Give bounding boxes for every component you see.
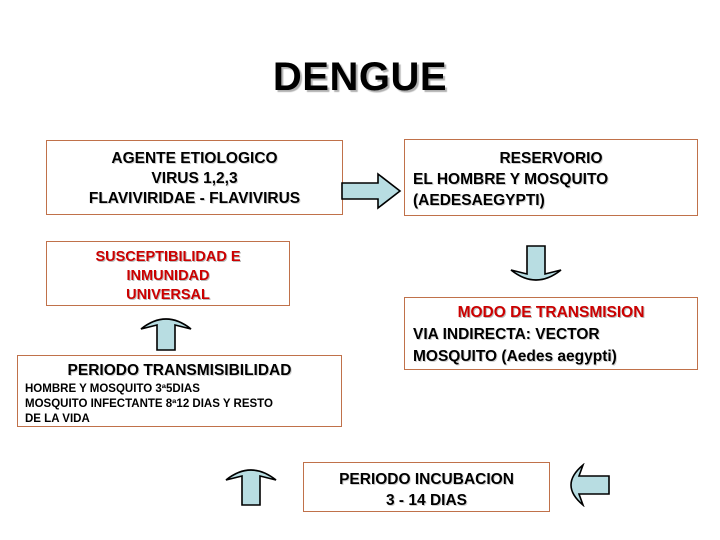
box-susceptibilidad-inmunidad: SUSCEPTIBILIDAD E INMUNIDAD UNIVERSAL <box>46 241 290 306</box>
agente-line-3: FLAVIVIRIDAE - FLAVIVIRUS <box>88 190 301 207</box>
box-periodo-incubacion: PERIODO INCUBACION 3 - 14 DIAS <box>303 462 550 512</box>
agente-line-1: AGENTE ETIOLOGICO <box>111 150 278 167</box>
periodo-transmisibilidad-heading: PERIODO TRANSMISIBILIDAD <box>67 362 292 379</box>
periodo-transmisibilidad-line-2: MOSQUITO INFECTANTE 8ª12 DIAS Y RESTO <box>25 398 273 410</box>
agente-line-2: VIRUS 1,2,3 <box>151 170 238 187</box>
box-reservorio: RESERVORIO EL HOMBRE Y MOSQUITO (AEDESAE… <box>404 139 698 216</box>
arrow-up-icon <box>138 312 194 352</box>
periodo-incubacion-line-1: PERIODO INCUBACION <box>339 471 514 488</box>
reservorio-line-1: EL HOMBRE Y MOSQUITO <box>413 171 609 188</box>
arrow-up-icon <box>223 459 279 507</box>
arrow-down-icon <box>508 244 564 292</box>
susceptibilidad-line-1: SUSCEPTIBILIDAD E <box>95 249 241 265</box>
susceptibilidad-line-2: INMUNIDAD <box>126 268 210 284</box>
page-title: DENGUE <box>272 55 448 99</box>
reservorio-heading: RESERVORIO <box>499 150 603 167</box>
susceptibilidad-line-3: UNIVERSAL <box>126 287 210 303</box>
periodo-incubacion-line-2: 3 - 14 DIAS <box>386 492 467 509</box>
box-modo-transmision: MODO DE TRANSMISION VIA INDIRECTA: VECTO… <box>404 297 698 370</box>
periodo-transmisibilidad-line-3: DE LA VIDA <box>25 413 90 425</box>
modo-transmision-line-1: VIA INDIRECTA: VECTOR <box>413 326 600 343</box>
periodo-transmisibilidad-line-1: HOMBRE Y MOSQUITO 3ª5DIAS <box>25 383 200 395</box>
reservorio-line-2: (AEDESAEGYPTI) <box>413 192 545 209</box>
modo-transmision-heading: MODO DE TRANSMISION <box>457 304 645 321</box>
box-agente-etiologico: AGENTE ETIOLOGICO VIRUS 1,2,3 FLAVIVIRID… <box>46 140 343 215</box>
modo-transmision-line-2: MOSQUITO (Aedes aegypti) <box>413 348 617 365</box>
box-periodo-transmisibilidad: PERIODO TRANSMISIBILIDAD HOMBRE Y MOSQUI… <box>17 355 342 427</box>
arrow-left-icon <box>551 463 611 507</box>
arrow-right-icon <box>340 172 402 210</box>
